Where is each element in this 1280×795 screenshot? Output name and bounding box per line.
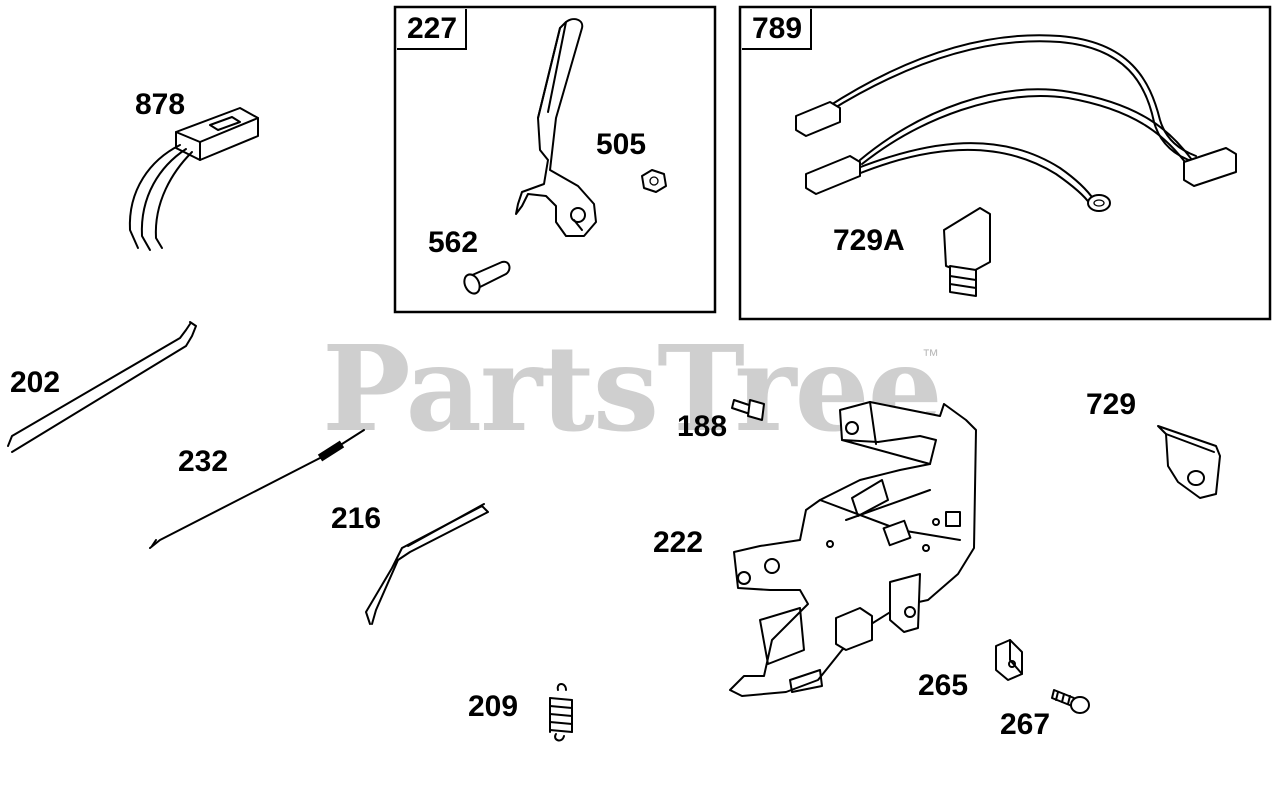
trademark-symbol: ™ [922, 346, 939, 365]
part-216-link [365, 503, 489, 625]
part-222-bracket [729, 401, 977, 697]
callout-878: 878 [135, 88, 186, 121]
part-729A-clip [943, 207, 991, 297]
callout-188: 188 [677, 410, 728, 443]
callout-265: 265 [918, 669, 969, 702]
part-188-bolt [731, 399, 765, 421]
part-202-rod [7, 321, 197, 453]
callout-729: 729 [1086, 388, 1137, 421]
box-789-frame [738, 5, 1272, 321]
callout-267: 267 [1000, 708, 1051, 741]
parts-tree-watermark: PartsTree [322, 319, 943, 458]
part-209-spring [549, 683, 574, 742]
part-232-spring-rod [149, 429, 365, 549]
callout-222: 222 [653, 526, 704, 559]
callout-505: 505 [596, 128, 647, 161]
part-227-lever [515, 18, 597, 237]
box-227-frame [393, 5, 717, 314]
box-789-label: 789 [742, 9, 813, 50]
callout-209: 209 [468, 690, 519, 723]
part-265-clip [995, 639, 1023, 681]
callout-232: 232 [178, 445, 229, 478]
part-562-pin [463, 260, 511, 295]
callout-202: 202 [10, 366, 61, 399]
part-729-bracket [1157, 425, 1221, 499]
part-878-connector [128, 107, 259, 251]
callout-216: 216 [331, 502, 382, 535]
part-789-harness [795, 34, 1237, 212]
box-227-label: 227 [397, 9, 468, 50]
callout-562: 562 [428, 226, 479, 259]
part-267-screw [1051, 689, 1090, 714]
callout-729A: 729A [833, 224, 905, 257]
part-505-nut [641, 169, 667, 193]
